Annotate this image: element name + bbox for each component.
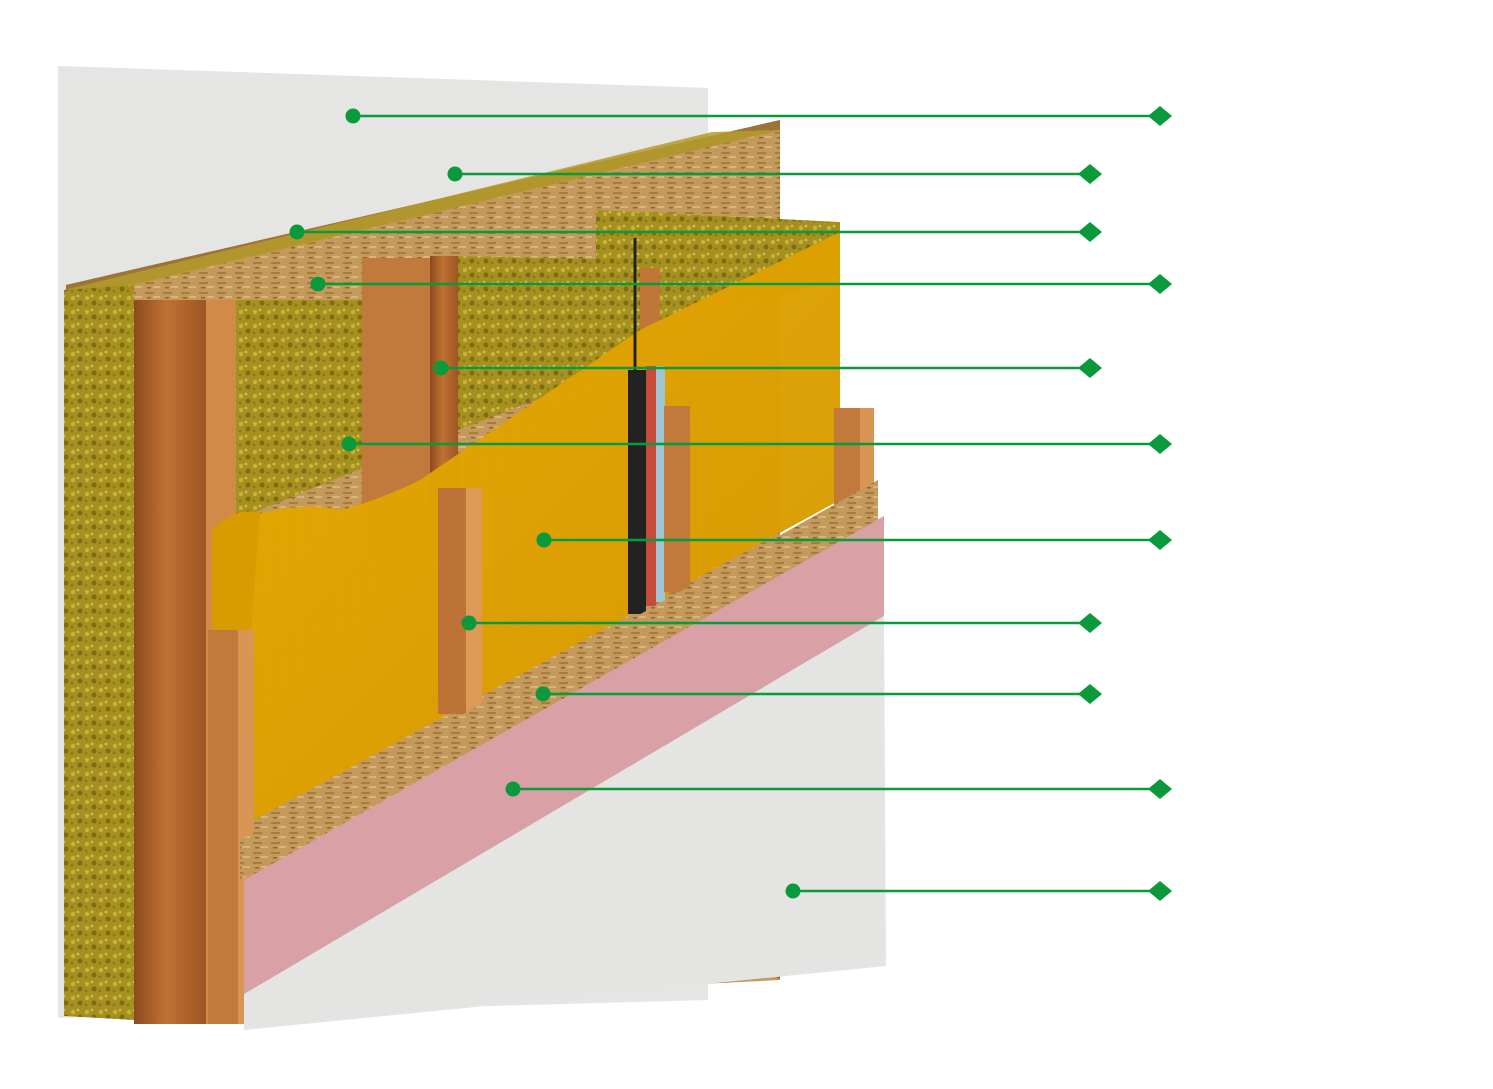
mineral-wool-board bbox=[64, 130, 780, 1020]
callout-group bbox=[289, 106, 1172, 901]
callout-marker-interior-osb-board bbox=[1078, 684, 1102, 704]
callout-marker-exterior-mineral-wool-board bbox=[1078, 222, 1102, 242]
callout-dot-timber-stud bbox=[433, 360, 449, 376]
callout-marker-service-batten bbox=[1078, 613, 1102, 633]
interior-finish-plaster bbox=[244, 616, 886, 1030]
interior-pink-board bbox=[244, 516, 884, 994]
service-cables bbox=[628, 238, 665, 614]
callout-marker-exterior-plaster bbox=[1148, 106, 1172, 126]
callout-marker-wood-fibre-insulation-slab bbox=[1148, 274, 1172, 294]
callout-dot-wood-fibre-insulation-slab bbox=[310, 276, 326, 292]
interior-osb-board bbox=[240, 480, 878, 880]
callout-dot-exterior-plaster bbox=[345, 108, 361, 124]
callout-marker-vapour-control-membrane bbox=[1148, 530, 1172, 550]
callout-marker-exterior-osb-sheathing bbox=[1078, 164, 1102, 184]
callout-dot-mineral-wool-infill bbox=[341, 436, 357, 452]
callout-dot-vapour-control-membrane bbox=[536, 532, 552, 548]
callout-dot-exterior-mineral-wool-board bbox=[289, 224, 305, 240]
callout-dot-interior-finish-plaster bbox=[785, 883, 801, 899]
callout-marker-mineral-wool-infill bbox=[1148, 434, 1172, 454]
callout-marker-interior-board-pink bbox=[1148, 779, 1172, 799]
callout-marker-timber-stud bbox=[1078, 358, 1102, 378]
service-battens bbox=[208, 406, 874, 1024]
callout-dot-exterior-osb-sheathing bbox=[447, 166, 463, 182]
callout-marker-interior-finish-plaster bbox=[1148, 881, 1172, 901]
callout-dot-interior-osb-board bbox=[535, 686, 551, 702]
callout-dot-interior-board-pink bbox=[505, 781, 521, 797]
callout-dot-service-batten bbox=[461, 615, 477, 631]
